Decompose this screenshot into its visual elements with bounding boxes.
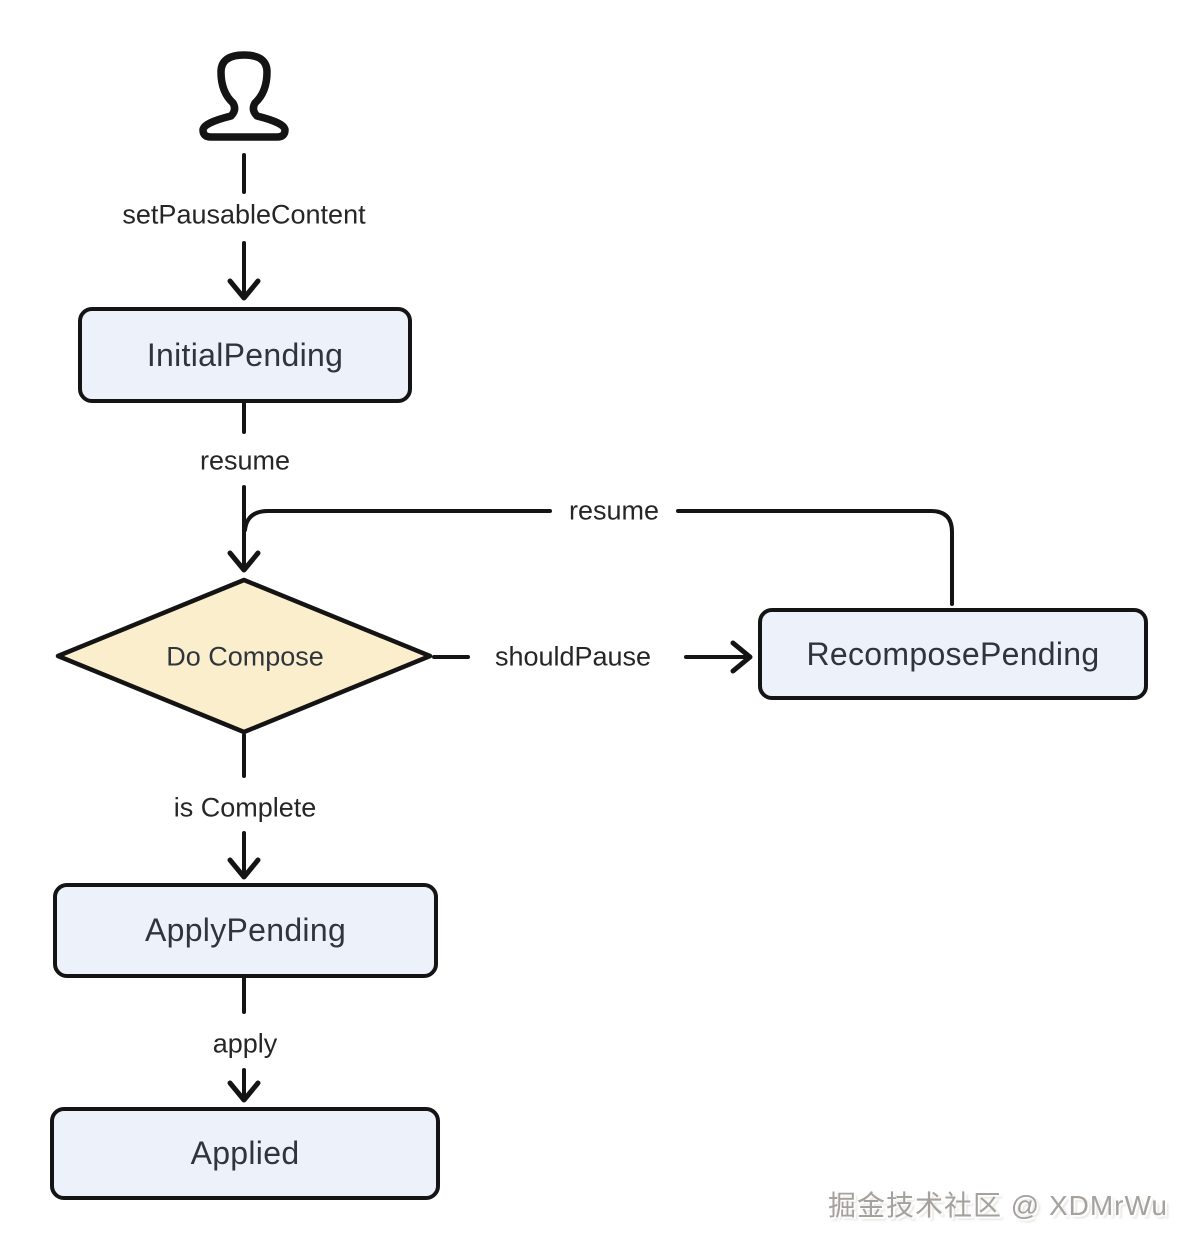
- edge-label-resume: resume: [193, 445, 297, 477]
- node-initial-pending: InitialPending: [78, 307, 412, 403]
- arrowhead-down-applied: [227, 1080, 261, 1103]
- node-applied-label: Applied: [190, 1135, 300, 1171]
- arrowhead-down-applypending: [227, 857, 261, 880]
- node-do-compose-shape: [55, 577, 433, 735]
- edge-label-shouldpause: shouldPause: [488, 641, 658, 673]
- node-apply-pending: ApplyPending: [53, 883, 438, 978]
- node-apply-pending-label: ApplyPending: [144, 912, 347, 948]
- edge-loop-right: [676, 509, 954, 606]
- node-recompose-pending-label: RecomposePending: [806, 635, 1100, 672]
- edge-label-apply: apply: [206, 1028, 284, 1060]
- edge-label-resume-loop: resume: [562, 495, 666, 527]
- arrowhead-right-recompose: [730, 640, 753, 674]
- arrowhead-down-initialpending: [227, 278, 261, 301]
- edge-loop-left: [243, 509, 552, 532]
- node-do-compose-label: Do Compose: [166, 641, 324, 672]
- node-initial-pending-label: InitialPending: [146, 336, 344, 373]
- arrowhead-down-diamond: [227, 550, 261, 573]
- node-recompose-pending: RecomposePending: [758, 608, 1148, 700]
- node-applied: Applied: [50, 1107, 440, 1200]
- watermark: 掘金技术社区 @ XDMrWu: [827, 1190, 1168, 1221]
- person-icon: [199, 51, 289, 141]
- edge-label-setpausablecontent: setPausableContent: [116, 199, 372, 231]
- edge-label-iscomplete: is Complete: [167, 792, 323, 824]
